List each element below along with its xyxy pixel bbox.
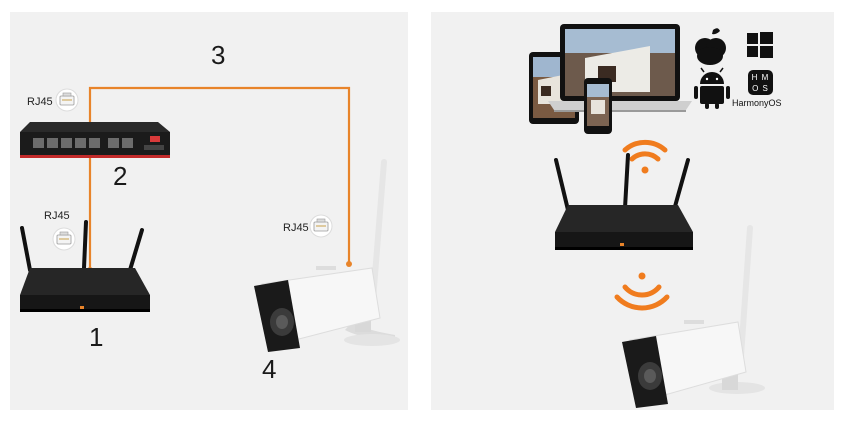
rj45-connector-icon-switch [56,89,78,111]
rj45-connector-icon-camera [310,215,332,237]
step-label-switch: 2 [113,161,127,192]
rj45-connector-icon-router [53,228,75,250]
step-label-router: 1 [89,322,103,353]
rj45-label-router: RJ45 [44,210,70,222]
rj45-label-camera: RJ45 [283,222,309,234]
android-icon [694,68,730,109]
windows-icon [747,32,773,58]
ethernet-cables [90,88,349,270]
wifi-signal-icon-bottom [617,273,667,308]
step-label-cable: 3 [211,40,225,71]
laptop-device [548,24,692,112]
harmonyos-label: HarmonyOS [732,98,782,108]
harmonyos-icon-letters: H M O S [748,71,773,97]
router-wireless [555,155,693,250]
phone-device [584,78,612,134]
wifi-signal-icon-top [625,142,665,173]
apple-icon [695,28,726,65]
rj45-label-switch: RJ45 [27,96,53,108]
poe-switch [20,122,170,158]
step-label-camera: 4 [262,354,276,385]
camera-wireless [622,228,765,408]
cable-endpoint-camera [346,261,352,267]
camera-wired [254,162,400,352]
router-wired [20,222,150,312]
cable-switch-to-camera [90,88,349,264]
switch-ports [33,138,133,148]
